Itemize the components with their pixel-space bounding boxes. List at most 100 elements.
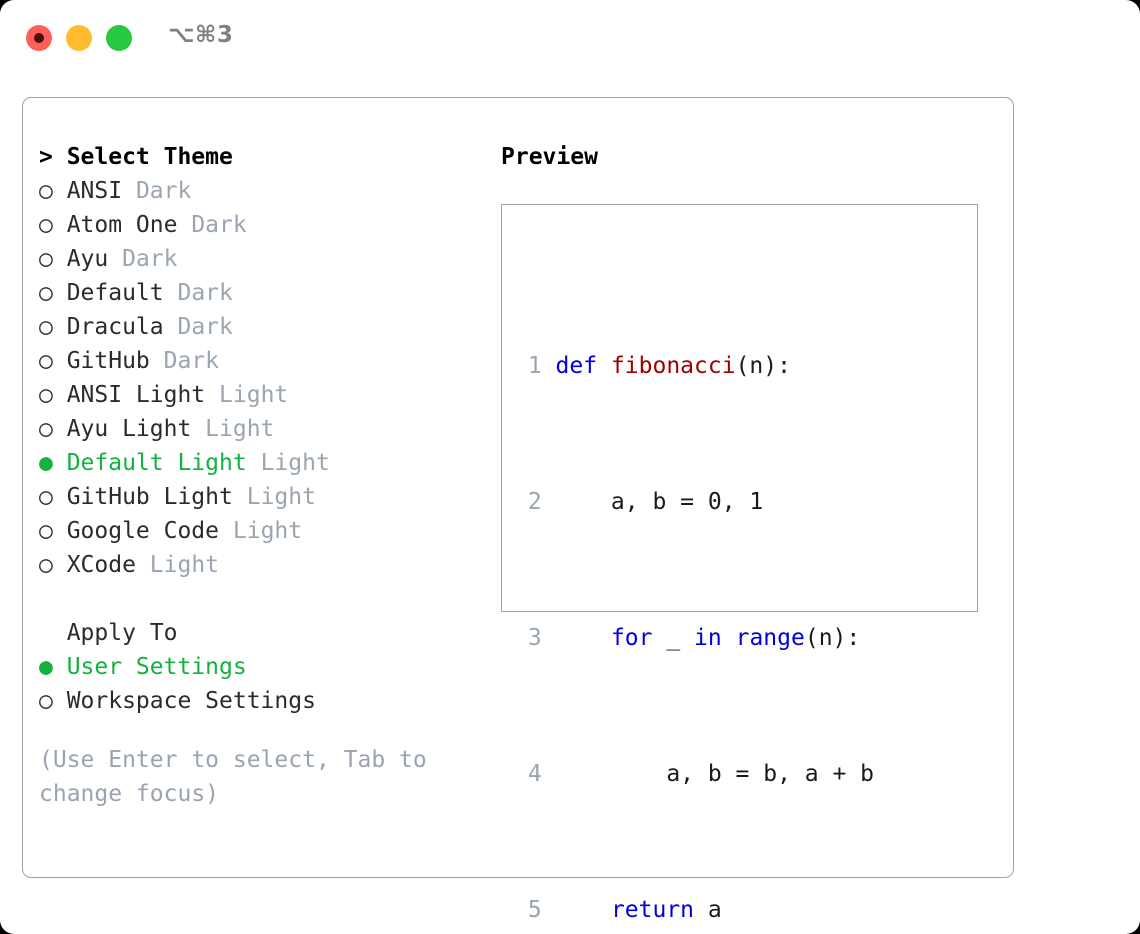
line-number: 5: [527, 897, 542, 923]
radio-icon[interactable]: ○: [39, 484, 67, 510]
code-token: fibonacci: [610, 353, 736, 379]
code-token: range: [735, 625, 805, 651]
space: [542, 625, 556, 651]
space: [108, 246, 122, 272]
keyboard-shortcut-label: ⌥⌘3: [168, 22, 234, 48]
theme-option-ansi-light[interactable]: ○ ANSI Light Light: [39, 378, 489, 412]
code-line: 3 for _ in range(n):: [514, 621, 902, 655]
radio-icon[interactable]: ○: [39, 348, 67, 374]
apply-to-option-label: Workspace Settings: [66, 688, 316, 714]
theme-option-suffix: Dark: [163, 348, 220, 374]
theme-option-label: Dracula: [66, 314, 164, 340]
panel-columns: > Select Theme ○ ANSI Dark ○ Atom One Da…: [23, 98, 1013, 923]
code-line: 1 def fibonacci(n):: [514, 349, 902, 383]
apply-to-option-user-settings[interactable]: ● User Settings: [39, 650, 489, 684]
space: [233, 484, 247, 510]
close-dot-icon[interactable]: [26, 25, 52, 51]
theme-option-dracula-dark[interactable]: ○ Dracula Dark: [39, 310, 489, 344]
apply-to-heading-label: Apply To: [66, 620, 178, 646]
theme-option-ansi-dark[interactable]: ○ ANSI Dark: [39, 174, 489, 208]
theme-option-suffix: Light: [219, 382, 289, 408]
space: [164, 314, 178, 340]
theme-option-label: XCode: [66, 552, 136, 578]
line-number: 3: [527, 625, 542, 651]
space: [542, 489, 556, 515]
space: [177, 212, 191, 238]
theme-option-label: Default Light: [66, 450, 247, 476]
minimize-dot-icon[interactable]: [66, 25, 92, 51]
line-number: 4: [527, 761, 542, 787]
theme-option-suffix: Dark: [177, 314, 233, 340]
theme-option-ayu-dark[interactable]: ○ Ayu Dark: [39, 242, 489, 276]
space: [191, 416, 205, 442]
radio-icon[interactable]: ○: [39, 688, 67, 714]
theme-option-suffix: Dark: [177, 280, 233, 306]
radio-icon[interactable]: ○: [39, 416, 67, 442]
preview-box: 1 def fibonacci(n): 2 a, b = 0, 1 3 for …: [501, 204, 978, 923]
code-token: [556, 897, 611, 923]
apply-to-option-workspace-settings[interactable]: ○ Workspace Settings: [39, 684, 489, 718]
theme-option-google-code[interactable]: ○ Google Code Light: [39, 514, 489, 548]
line-number: 1: [527, 353, 542, 379]
apply-to-indent: [39, 616, 67, 650]
theme-option-label: ANSI: [66, 178, 123, 204]
radio-selected-icon[interactable]: ●: [39, 450, 67, 476]
radio-icon[interactable]: ○: [39, 314, 67, 340]
maximize-dot-icon[interactable]: [106, 25, 132, 51]
radio-selected-icon[interactable]: ●: [39, 654, 67, 680]
theme-option-atom-one-dark[interactable]: ○ Atom One Dark: [39, 208, 489, 242]
space: [136, 552, 150, 578]
space: [164, 280, 178, 306]
code-token: def: [555, 353, 611, 379]
theme-option-label: Ayu Light: [66, 416, 192, 442]
preview-title: Preview: [501, 144, 598, 170]
theme-option-suffix: Light: [205, 416, 275, 442]
theme-option-default-light[interactable]: ● Default Light Light: [39, 446, 489, 480]
line-number: 2: [527, 489, 542, 515]
theme-option-suffix: Dark: [122, 246, 178, 272]
theme-option-ayu-light[interactable]: ○ Ayu Light Light: [39, 412, 489, 446]
select-theme-heading-label: Select Theme: [66, 144, 233, 170]
keyboard-hint-text: (Use Enter to select, Tab to change focu…: [39, 747, 441, 807]
theme-option-label: Atom One: [66, 212, 178, 238]
theme-option-default-dark[interactable]: ○ Default Dark: [39, 276, 489, 310]
select-theme-heading: > Select Theme: [39, 140, 489, 174]
radio-icon[interactable]: ○: [39, 518, 67, 544]
theme-option-github-light[interactable]: ○ GitHub Light Light: [39, 480, 489, 514]
space: [247, 450, 261, 476]
space: [150, 348, 164, 374]
apply-to-heading: Apply To: [39, 616, 489, 650]
code-token: a, b = 0, 1: [555, 489, 764, 515]
radio-icon[interactable]: ○: [39, 382, 67, 408]
theme-option-label: Ayu: [66, 246, 109, 272]
code-token: a, b = b, a + b: [555, 761, 875, 787]
theme-option-github-dark[interactable]: ○ GitHub Dark: [39, 344, 489, 378]
code-preview: 1 def fibonacci(n): 2 a, b = 0, 1 3 for …: [514, 247, 902, 934]
theme-option-suffix: Dark: [191, 212, 247, 238]
theme-option-label: GitHub Light: [66, 484, 233, 510]
radio-icon[interactable]: ○: [39, 246, 67, 272]
theme-option-label: Google Code: [66, 518, 220, 544]
theme-option-suffix: Light: [232, 518, 303, 544]
heading-caret-icon: >: [39, 144, 67, 170]
theme-option-suffix: Light: [149, 552, 220, 578]
theme-option-label: Default: [66, 280, 164, 306]
space: [542, 761, 556, 787]
apply-to-option-label: User Settings: [66, 654, 247, 680]
code-token: [556, 625, 611, 651]
space: [219, 518, 233, 544]
radio-icon[interactable]: ○: [39, 178, 67, 204]
code-line: 4 a, b = b, a + b: [514, 757, 902, 791]
radio-icon[interactable]: ○: [39, 212, 67, 238]
space: [542, 897, 556, 923]
theme-option-suffix: Light: [246, 484, 316, 510]
code-token: for: [610, 625, 653, 651]
theme-option-label: GitHub: [66, 348, 150, 374]
theme-option-xcode[interactable]: ○ XCode Light: [39, 548, 489, 582]
radio-icon[interactable]: ○: [39, 280, 67, 306]
section-spacer: [39, 582, 489, 616]
radio-icon[interactable]: ○: [39, 552, 67, 578]
code-token: return: [610, 897, 695, 923]
space: [122, 178, 136, 204]
